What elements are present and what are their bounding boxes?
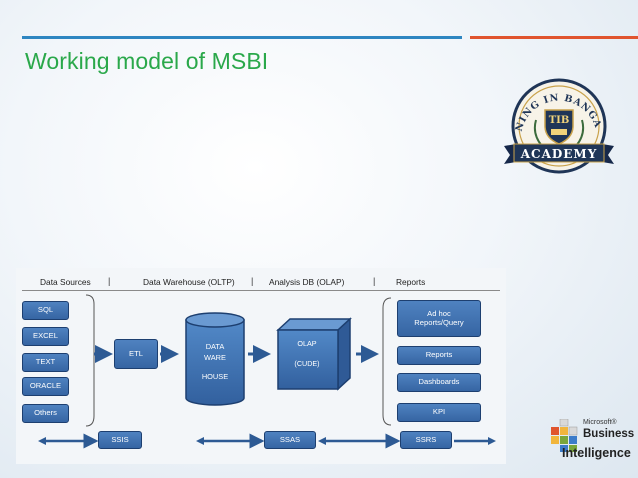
source-text: TEXT — [22, 353, 69, 372]
msbi-logo-business: Business — [583, 428, 635, 440]
header-separator: | — [251, 276, 254, 286]
warehouse-label-line: WARE — [204, 353, 226, 362]
source-others: Others — [22, 404, 69, 423]
olap-label-line: OLAP — [297, 339, 317, 348]
academy-logo: TRAINING IN BANGALORE TIB ACADEMY — [500, 66, 614, 174]
msbi-logo-intelligence: Intelligence — [562, 446, 631, 460]
msbi-architecture-diagram: Data Sources | Data Warehouse (OLTP) | A… — [16, 268, 506, 464]
header-separator: | — [108, 276, 111, 286]
msbi-logo-icon — [551, 419, 578, 452]
diagram-connectors — [38, 294, 496, 449]
header-separator: | — [373, 276, 376, 286]
header-analysis-db: Analysis DB (OLAP) — [269, 277, 345, 287]
olap-label-line: (CUDE) — [294, 359, 320, 368]
service-ssrs: SSRS — [400, 431, 452, 449]
source-oracle: ORACLE — [22, 377, 69, 396]
source-sql: SQL — [22, 301, 69, 320]
report-reports: Reports — [397, 346, 481, 365]
slide-title: Working model of MSBI — [25, 48, 269, 74]
report-adhoc-query: Ad hoc Reports/Query — [397, 300, 481, 337]
service-ssis: SSIS — [98, 431, 142, 449]
service-ssas: SSAS — [264, 431, 316, 449]
header-data-warehouse: Data Warehouse (OLTP) — [143, 277, 235, 287]
olap-cube — [276, 317, 352, 391]
warehouse-label-line: DATA — [205, 342, 225, 351]
etl-box: ETL — [114, 339, 158, 369]
source-excel: EXCEL — [22, 327, 69, 346]
header-rule — [22, 290, 500, 291]
report-kpi: KPI — [397, 403, 481, 422]
warehouse-label-line: HOUSE — [201, 372, 229, 381]
header-reports: Reports — [396, 277, 426, 287]
logo-monogram: TIB — [549, 115, 570, 126]
title-rule-left — [22, 36, 462, 39]
header-data-sources: Data Sources — [40, 277, 91, 287]
report-dashboards: Dashboards — [397, 373, 481, 392]
title-rule-right — [470, 36, 638, 39]
data-warehouse-cylinder — [185, 312, 245, 406]
msbi-logo-microsoft: Microsoft® — [583, 419, 617, 426]
logo-banner-text: ACADEMY — [520, 147, 598, 161]
